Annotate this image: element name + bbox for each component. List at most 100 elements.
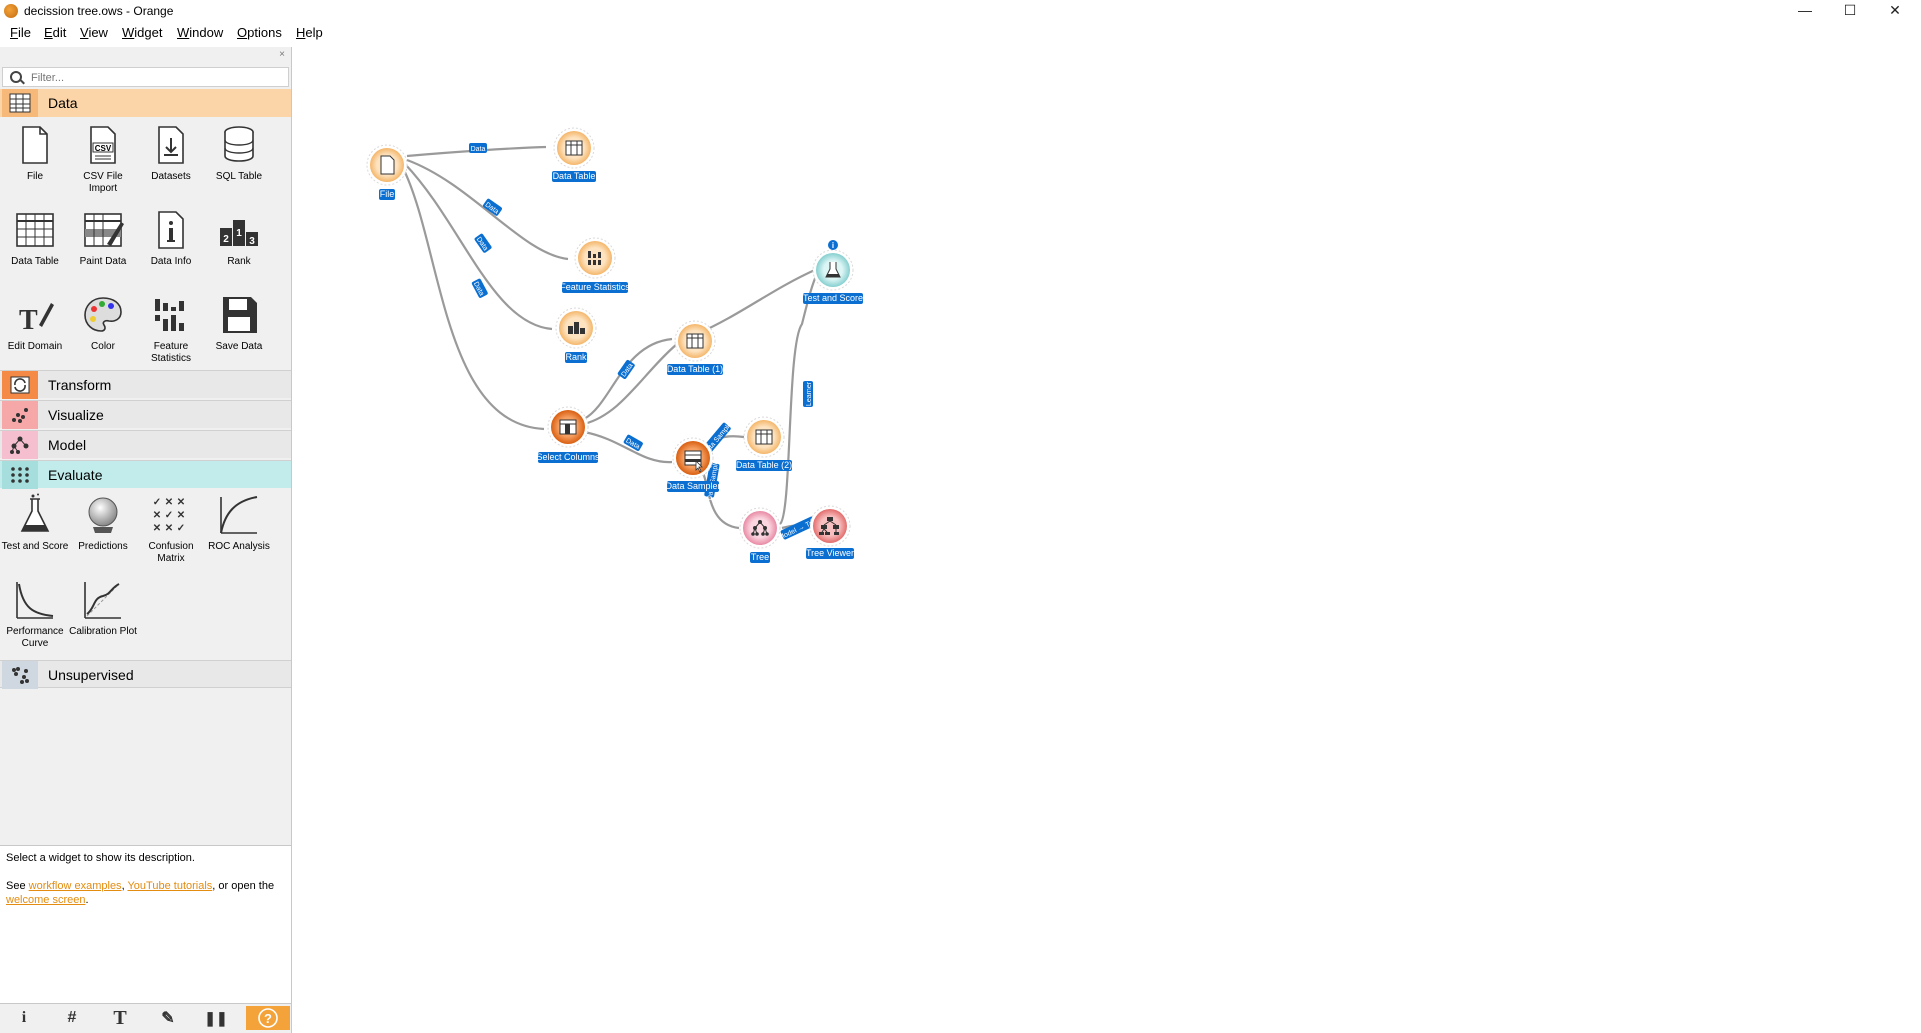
menu-help[interactable]: Help [296,25,323,40]
data-widget-grid: File CSV CSV File Import Datasets SQL Ta… [0,121,291,417]
node-data-table-2[interactable]: Data Table (2) [736,416,792,471]
evaluate-widget-grid: Test and Score Predictions ✓✕✕✕✓✕✕✕✓ Con… [0,491,291,691]
svg-text:Rank: Rank [565,352,587,362]
flask-icon [20,493,50,532]
svg-text:T: T [19,305,38,336]
widget-color[interactable]: Color [69,291,137,373]
orange-app-icon [4,4,18,18]
category-label: Data [48,95,78,111]
warning-info-badge: i [828,240,838,250]
minimize-button[interactable]: — [1798,2,1812,18]
category-data[interactable]: Data [0,89,291,117]
link-file-rank[interactable] [404,163,553,331]
transform-icon [2,371,38,399]
menu-widget[interactable]: Widget [122,25,163,40]
svg-text:✕: ✕ [153,523,161,534]
workflow-graph[interactable]: Data Data Data Data Data Data Data Sampl… [292,44,1921,1033]
node-feature-statistics[interactable]: Feature Statistics [560,237,630,293]
links [401,145,818,530]
grid-icon[interactable]: # [67,1009,77,1026]
node-data-sampler[interactable]: Data Sampler [665,437,721,492]
maximize-button[interactable]: ☐ [1843,2,1857,18]
menu-view[interactable]: View [80,25,108,40]
widget-data-info[interactable]: Data Info [137,206,205,288]
node-tree-viewer[interactable]: Tree Viewer [806,505,854,559]
category-transform[interactable]: Transform [0,370,291,399]
svg-text:Select Columns: Select Columns [536,452,600,462]
svg-text:✕: ✕ [165,497,173,508]
performance-curve-icon [16,582,54,619]
workflow-examples-link[interactable]: workflow examples [28,880,122,892]
widget-roc-analysis[interactable]: ROC Analysis [205,491,273,573]
link-file-select-columns[interactable] [401,165,545,431]
rank-icon: 213 [220,220,258,247]
svg-text:i: i [832,241,834,250]
close-window-button[interactable]: ✕ [1889,2,1901,18]
paint-data-icon [84,213,124,247]
category-unsupervised[interactable]: Unsupervised [0,660,291,689]
text-annotation-icon[interactable]: T [113,1006,127,1029]
menu-options[interactable]: Options [237,25,282,40]
tree-model-icon [2,431,38,459]
widget-datasets[interactable]: Datasets [137,121,205,203]
pen-icon[interactable]: ✎ [161,1010,175,1027]
link-data-table-1-test-score[interactable] [696,267,818,336]
category-evaluate[interactable]: Evaluate [0,460,291,489]
svg-text:3: 3 [249,236,255,247]
mouse-cursor-icon [695,460,703,473]
category-model[interactable]: Model [0,430,291,459]
widget-feature-statistics[interactable]: Feature Statistics [137,291,205,373]
svg-text:✕: ✕ [165,523,173,534]
welcome-screen-link[interactable]: welcome screen [6,894,86,906]
widget-sql-table[interactable]: SQL Table [205,121,273,203]
link-file-feature-statistics[interactable] [406,158,569,261]
node-select-columns[interactable]: Select Columns [536,406,600,463]
widget-data-table[interactable]: Data Table [1,206,69,288]
pause-icon[interactable]: ❚❚ [204,1009,228,1026]
description-hint: Select a widget to show its description. [6,852,195,864]
node-data-table-1[interactable]: Data Table (1) [667,320,723,375]
widget-paint-data[interactable]: Paint Data [69,206,137,288]
widget-csv-file-import[interactable]: CSV CSV File Import [69,121,137,203]
help-icon[interactable]: ? [246,1006,290,1030]
widget-calibration-plot[interactable]: Calibration Plot [69,576,137,658]
title-bar: decission tree.ows - Orange — ☐ ✕ [0,0,1921,22]
widget-edit-domain[interactable]: T Edit Domain [1,291,69,373]
menu-window[interactable]: Window [177,25,224,40]
filter-input[interactable] [29,69,283,86]
node-tree[interactable]: Tree [739,507,781,563]
link-tree-test-score[interactable] [779,273,818,525]
widget-file[interactable]: File [1,121,69,203]
workflow-canvas[interactable]: Data Data Data Data Data Data Data Sampl… [292,44,1921,1033]
youtube-tutorials-link[interactable]: YouTube tutorials [127,880,213,892]
info-icon[interactable]: i [21,1009,27,1026]
save-icon [223,297,257,333]
description-links: See workflow examples, YouTube tutorials… [6,880,275,892]
node-data-table[interactable]: Data Table [552,127,596,182]
widget-description-panel: Select a widget to show its description.… [0,845,291,1006]
dock-toolbar: i # T ✎ ❚❚ ? [0,1003,291,1032]
dock-close-icon[interactable]: × [279,49,285,60]
filter-field[interactable] [2,67,289,87]
menu-file[interactable]: File [10,25,31,40]
node-test-and-score[interactable]: i Test and Score [803,240,863,304]
node-file[interactable]: File [366,144,408,200]
link-select-columns-data-sampler[interactable] [583,430,673,464]
menu-edit[interactable]: Edit [44,25,67,40]
widget-toolbox: × Data File CSV CSV File Import Datasets… [0,47,292,1033]
palette-icon [84,297,122,332]
link-select-columns-data-table-1b[interactable] [583,343,678,426]
widget-save-data[interactable]: Save Data [205,291,273,373]
widget-test-and-score[interactable]: Test and Score [1,491,69,573]
widget-predictions[interactable]: Predictions [69,491,137,573]
widget-confusion-matrix[interactable]: ✓✕✕✕✓✕✕✕✓ Confusion Matrix [137,491,205,573]
database-icon [224,126,254,162]
node-rank[interactable]: Rank [555,307,597,363]
svg-text:Data Table: Data Table [553,171,596,181]
link-select-columns-data-table-1a[interactable] [583,337,673,420]
widget-performance-curve[interactable]: Performance Curve [1,576,69,658]
category-visualize[interactable]: Visualize [0,400,291,429]
roc-curve-icon [220,496,258,534]
svg-text:✕: ✕ [153,510,161,521]
